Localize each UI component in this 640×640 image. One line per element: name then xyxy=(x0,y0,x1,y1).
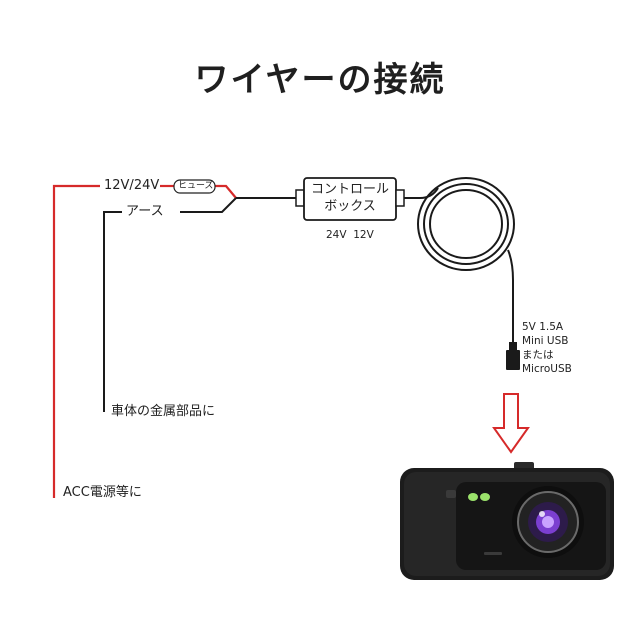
page-title: ワイヤーの接続 xyxy=(194,60,446,100)
acc-power-wire xyxy=(52,184,100,498)
control-box-line1: コントロール xyxy=(310,182,389,197)
acc-destination-label: ACC電源等に xyxy=(63,485,142,500)
control-box-voltage: 24V 12V xyxy=(326,229,374,241)
output-spec-line3: または xyxy=(522,349,554,361)
usb-plug-icon xyxy=(506,342,520,370)
ground-label: アース xyxy=(126,204,164,219)
cable-to-plug xyxy=(507,249,514,342)
output-spec-line4: MicroUSB xyxy=(522,363,572,375)
fuse-icon xyxy=(173,179,216,194)
dash-camera-icon xyxy=(400,462,614,580)
cable-to-coil xyxy=(404,187,439,199)
control-box-line2: ボックス xyxy=(324,199,376,214)
output-spec-line2: Mini USB xyxy=(522,335,569,347)
ground-wire-to-junction xyxy=(180,197,237,213)
output-spec-line1: 5V 1.5A xyxy=(522,321,564,333)
fuse-label: ヒューズ xyxy=(178,181,214,191)
coiled-cable xyxy=(417,177,515,271)
ground-destination-label: 車体の金属部品に xyxy=(111,404,216,419)
voltage-input-label: 12V/24V xyxy=(104,178,160,193)
power-wire-to-junction xyxy=(215,184,237,199)
down-arrow-icon xyxy=(492,393,530,454)
ground-wire xyxy=(103,211,122,412)
